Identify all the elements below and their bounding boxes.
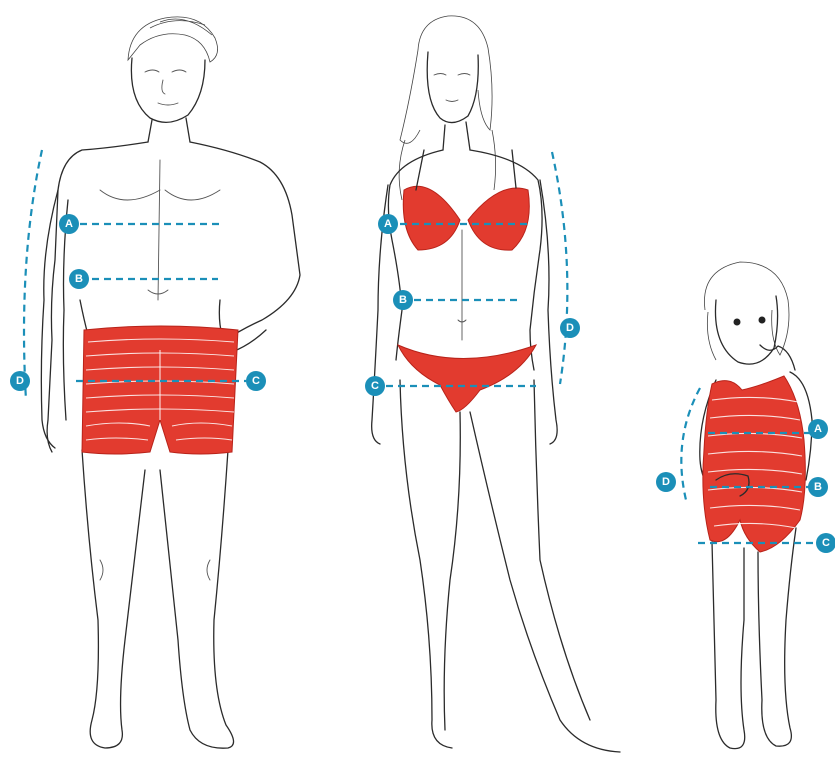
child-badge-a: A [808,419,828,439]
svg-text:C: C [371,380,379,392]
man-badge-d: D [10,371,30,391]
svg-text:C: C [822,537,830,549]
svg-text:D: D [16,375,24,387]
woman-badge-a: A [378,214,398,234]
child-swimsuit [703,376,805,552]
woman-figure: A B C D [365,16,620,752]
svg-text:C: C [252,375,260,387]
woman-badge-d: D [560,318,580,338]
svg-text:D: D [566,322,574,334]
svg-text:A: A [814,423,822,435]
svg-text:A: A [65,218,73,230]
svg-text:A: A [384,218,392,230]
svg-text:B: B [75,273,83,285]
man-badge-c: C [246,371,266,391]
woman-badge-b: B [393,290,413,310]
svg-text:D: D [662,476,670,488]
man-figure: A B C D [10,17,300,748]
woman-badge-c: C [365,376,385,396]
man-boxers [82,326,238,454]
child-badge-c: C [816,533,835,553]
woman-bikini [398,150,536,412]
child-figure: A B C D [656,262,835,749]
svg-text:B: B [814,481,822,493]
man-badge-a: A [59,214,79,234]
child-badge-d: D [656,472,676,492]
svg-text:B: B [399,294,407,306]
child-badge-b: B [808,477,828,497]
man-badge-b: B [69,269,89,289]
